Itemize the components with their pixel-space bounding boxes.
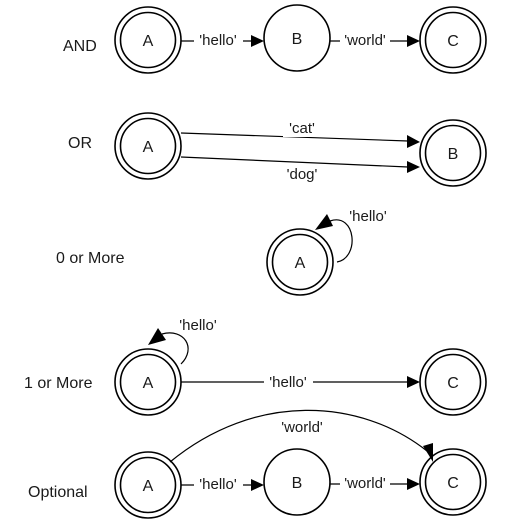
or-edge-dog: 'dog' (180, 156, 420, 184)
one-state-c: C (419, 348, 487, 416)
opt-edge-a-b: 'hello' (181, 475, 264, 493)
opt-edge-b-c-label: 'world' (344, 475, 386, 492)
or-edge-cat-label: 'cat' (289, 120, 315, 137)
one-edge-self-loop: 'hello' (148, 317, 217, 365)
row-optional: Optional A B C 'hello' 'world' (28, 409, 487, 519)
opt-state-b-label: B (292, 475, 303, 492)
row-label-zero-or-more: 0 or More (56, 250, 125, 267)
row-or: OR A B 'cat' 'dog' (68, 112, 487, 187)
and-edge-b-c: 'world' (330, 31, 420, 49)
row-label-or: OR (68, 135, 92, 152)
opt-edge-b-c: 'world' (330, 474, 420, 492)
opt-edge-a-c-skip-label: 'world' (281, 419, 323, 436)
one-edge-a-c-label: 'hello' (269, 374, 307, 391)
and-edge-a-b: 'hello' (181, 31, 264, 49)
and-state-a-label: A (143, 33, 154, 50)
or-state-a: A (114, 112, 182, 180)
and-state-c: C (419, 6, 487, 74)
opt-edge-a-c-skip: 'world' (169, 409, 433, 463)
row-zero-or-more: 0 or More A 'hello' (56, 208, 387, 296)
opt-state-a-label: A (143, 478, 154, 495)
row-and: AND A B C 'hello' 'world' (63, 4, 487, 74)
or-edge-cat: 'cat' (180, 119, 420, 148)
row-label-one-or-more: 1 or More (24, 375, 93, 392)
one-state-c-label: C (447, 375, 459, 392)
zero-edge-self-loop: 'hello' (315, 208, 387, 263)
and-state-b-label: B (292, 31, 303, 48)
or-state-a-label: A (143, 139, 154, 156)
zero-state-a-label: A (295, 255, 306, 272)
zero-edge-self-loop-label: 'hello' (349, 208, 387, 225)
zero-state-a: A (266, 228, 334, 296)
or-state-b: B (419, 119, 487, 187)
opt-state-c-label: C (447, 475, 459, 492)
and-state-a: A (114, 6, 182, 74)
row-one-or-more: 1 or More A C 'hello' 'hello' (24, 317, 487, 416)
row-label-and: AND (63, 38, 97, 55)
one-state-a-label: A (143, 375, 154, 392)
one-state-a: A (114, 348, 182, 416)
and-state-c-label: C (447, 33, 459, 50)
or-edge-dog-label: 'dog' (287, 166, 318, 183)
one-edge-self-loop-label: 'hello' (179, 317, 217, 334)
opt-state-a: A (114, 451, 182, 519)
or-state-b-label: B (448, 146, 459, 163)
one-edge-a-c: 'hello' (181, 373, 420, 391)
and-state-b: B (263, 4, 331, 72)
row-label-optional: Optional (28, 484, 88, 501)
and-edge-a-b-label: 'hello' (199, 32, 237, 49)
opt-state-b: B (263, 448, 331, 516)
opt-state-c: C (419, 448, 487, 516)
opt-edge-a-b-label: 'hello' (199, 476, 237, 493)
and-edge-b-c-label: 'world' (344, 32, 386, 49)
